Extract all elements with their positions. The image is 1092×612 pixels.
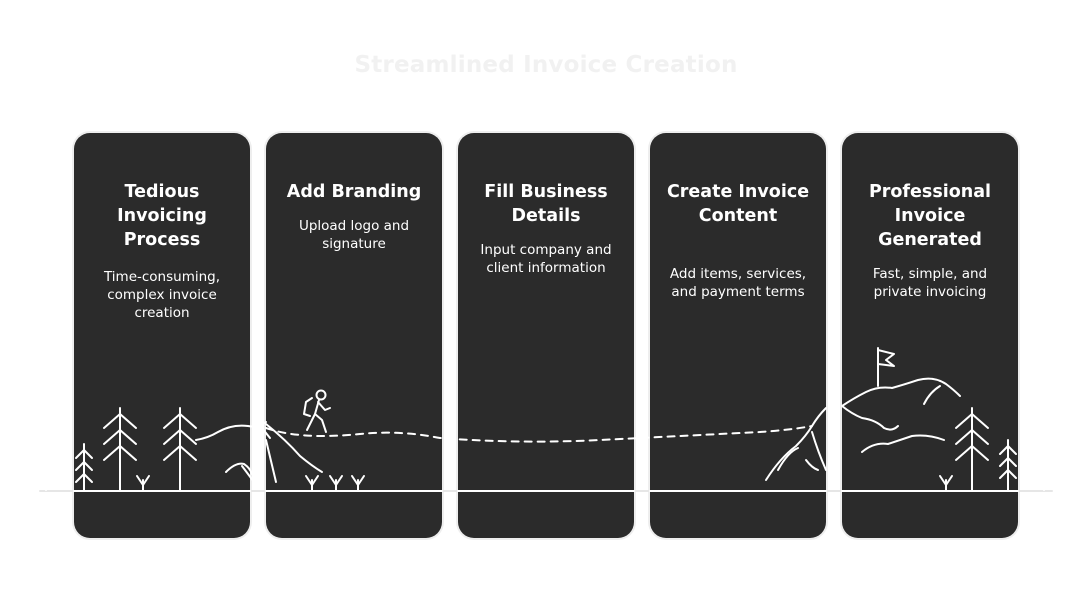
step-title: Create Invoice Content — [666, 182, 810, 226]
step-title: Tedious Invoicing Process — [117, 182, 207, 250]
step-title: Fill Business Details — [484, 182, 608, 226]
step-description: Time-consuming, complex invoice creation — [103, 269, 221, 321]
step-card-invoice-generated: Professional Invoice Generated Fast, sim… — [842, 133, 1018, 538]
step-description: Upload logo and signature — [298, 218, 410, 252]
step-card-add-branding: Add Branding Upload logo and signature — [266, 133, 442, 538]
step-card-fill-details: Fill Business Details Input company and … — [458, 133, 634, 538]
step-title: Add Branding — [286, 182, 422, 202]
diagram-title: Streamlined Invoice Creation — [354, 52, 738, 78]
step-title: Professional Invoice Generated — [868, 182, 992, 250]
step-description: Add items, services, and payment terms — [669, 266, 807, 300]
step-card-create-content: Create Invoice Content Add items, servic… — [650, 133, 826, 538]
step-card-tedious-process: Tedious Invoicing Process Time-consuming… — [74, 133, 250, 538]
step-description: Input company and client information — [480, 242, 612, 276]
step-description: Fast, simple, and private invoicing — [872, 266, 988, 300]
